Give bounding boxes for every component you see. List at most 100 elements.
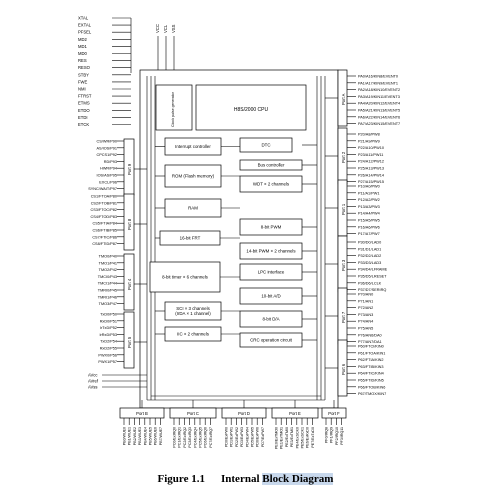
bottom-port-pin: PC5/ExIRQ5 — [199, 427, 203, 448]
right-port-pin: P70/AN0 — [358, 293, 373, 297]
left-port-pin: TMCI1/P44 — [98, 282, 117, 286]
pwm-label: 8-bit PWM — [261, 225, 282, 230]
left-port-label-2: Port 4 — [127, 278, 132, 290]
ad-label: 10-bit A/D — [261, 294, 280, 299]
pin-label-res: RES — [78, 58, 87, 63]
clock-pulse-generator-label: Clock pulse generator — [171, 91, 175, 127]
pin-labels: XTALEXTALPFSELMD2MD1MD0RESRESOSTBYFWENMI… — [78, 16, 400, 449]
ad-label-line: 10-bit A/D — [261, 294, 280, 299]
pin-label-etdi: ETDI — [78, 115, 88, 120]
pwmx-label: 14-bit PWM × 2 channels — [246, 249, 296, 254]
bottom-port-pin: PE6/ExRxD0 — [306, 427, 310, 448]
right-port-pin: P14/A4/PW4 — [358, 212, 380, 216]
bottom-port-pin: PC3/ExIRQ3 — [188, 427, 192, 448]
figure-title-part1: Internal — [221, 473, 263, 485]
right-port-pin: PA4/A20/KIN12/EVENT4 — [358, 102, 400, 106]
right-port-pin: P32/D2/LAD2 — [358, 254, 381, 258]
iic-block — [164, 326, 222, 342]
power-pin-vcl: VCL — [163, 24, 168, 33]
pin-label-etck: ETCK — [78, 122, 89, 127]
right-port-pin: P25/A13/PW13 — [358, 167, 384, 171]
sci-label-line: (IrDA × 1 channel) — [175, 311, 211, 316]
left-port-pin: CS2/FTOB/P81 — [91, 201, 117, 205]
bottom-port-block-4 — [321, 407, 347, 419]
bottom-port-pin: PD5/ExPW5 — [251, 427, 255, 447]
bottom-port-pin: PB2/WUE2 — [133, 427, 137, 445]
right-port-pin: P60/FTCI/KIN0 — [358, 345, 384, 349]
sci-label: SCI × 3 channels(IrDA × 1 channel) — [175, 306, 211, 316]
bus-label: Bus controller — [258, 163, 285, 168]
bottom-port-pin: PE3/ExTMI1 — [290, 427, 294, 447]
bottom-port-pin: PB6/WUE6 — [154, 427, 158, 445]
bottom-port-pin: PC6/ExIRQ6 — [204, 427, 208, 448]
right-port-pin: P11/A1/PW1 — [358, 191, 379, 195]
pin-label-nmi: NMI — [78, 87, 86, 92]
right-port-pin: PA2/A18/KIN10/EVENT2 — [358, 88, 400, 92]
right-port-pin: P24/A12/PW12 — [358, 160, 384, 164]
right-port-pin: PA5/A21/KIN13/EVENT5 — [358, 109, 400, 113]
sci-block — [164, 301, 222, 321]
ram-block — [164, 198, 222, 218]
right-port-pin: P74/AN4 — [358, 320, 373, 324]
bottom-port-pin: PD4/ExPW4 — [245, 427, 249, 447]
rom-label: ROM (Flash memory) — [172, 174, 215, 179]
bottom-port-pin: PB3/WUE3 — [138, 427, 142, 445]
bottom-port-pin: PF1/IRQ9 — [330, 427, 334, 443]
cpu-label: H8S/2000 CPU — [234, 107, 269, 113]
bottom-port-pin: PE1/ExTMO1 — [280, 427, 284, 449]
bus-label-line: Bus controller — [258, 163, 285, 168]
right-port-label-4: Port 7 — [341, 311, 346, 323]
left-port-pin: IrRxD/P53 — [99, 333, 117, 337]
pin-label-xtal: XTAL — [78, 16, 89, 21]
right-port-label-1: Port 2 — [341, 151, 346, 163]
da-label-line: 8-bit D/A — [262, 317, 279, 322]
ad-block — [239, 287, 303, 305]
right-port-block-0 — [337, 69, 348, 127]
ram-label-line: RAM — [188, 206, 198, 211]
left-port-pin: CS1/FTOA/P80 — [91, 195, 117, 199]
interrupt-label-line: Interrupt controller — [175, 144, 211, 149]
right-port-pin: P13/A3/PW3 — [358, 205, 380, 209]
left-port-pin: CS7/FTIC/P86 — [92, 235, 117, 239]
sci-label-line: SCI × 3 channels — [176, 306, 210, 311]
right-port-pin: P35/D5/LRESET — [358, 275, 387, 279]
lpc-label: LPC interface — [258, 270, 285, 275]
bottom-port-pin: PD7/ExPW7 — [261, 427, 265, 447]
da-label: 8-bit D/A — [262, 317, 279, 322]
right-port-pin: P23/A11/PW11 — [358, 153, 383, 157]
left-port-pin: TMRI0/P45 — [98, 289, 117, 293]
lpc-label-line: LPC interface — [258, 270, 285, 275]
left-port-pin: TMO3/P47 — [99, 302, 117, 306]
left-port-pin: TMO2/P42 — [99, 268, 117, 272]
bottom-port-pin: PC1/ExIRQ1 — [178, 427, 182, 448]
power-pin-vcc: VCC — [155, 24, 160, 33]
right-port-pin: P26/A14/PW14 — [358, 173, 384, 177]
bottom-port-pin: PB1/WUE1 — [128, 427, 132, 445]
left-port-pin: CS3/FTOC/P82 — [90, 208, 117, 212]
bottom-port-pin: PD0/ExPW0 — [225, 427, 229, 447]
bottom-port-label-0: Port B — [136, 411, 148, 416]
right-port-pin: P22/A10/PW10 — [358, 146, 384, 150]
right-port-label-5: Port 6 — [341, 363, 346, 375]
bottom-port-pin: PE0/ExTMO0 — [275, 427, 279, 449]
pin-label-etdo: ETDO — [78, 108, 90, 113]
right-port-pin: P75/AN5 — [358, 327, 373, 331]
right-port-pin: P36/D6/LCLK — [358, 281, 382, 285]
right-port-pin: P37/D7/SERIRQ — [358, 288, 386, 292]
right-port-pin: P20/A8/PW8 — [358, 133, 380, 137]
timer-label-line: 8-bit timer × 6 channels — [162, 275, 209, 280]
pin-label-md2: MD2 — [78, 37, 88, 42]
bottom-port-pin: PF0/IRQ8 — [325, 427, 329, 443]
bottom-port-pin: PB5/WUE5 — [149, 427, 153, 445]
left-port-pin: TMO1/P41 — [99, 261, 117, 265]
left-port-pin: PWX1/P57 — [98, 360, 117, 364]
bottom-port-pin: PE4/ExSCK0 — [295, 427, 299, 448]
dtc-block — [239, 137, 293, 153]
right-port-pin: P66/FTOB/KIN6 — [358, 385, 385, 389]
frt-label-line: 16-bit FRT — [180, 236, 201, 241]
bottom-port-block-2 — [221, 407, 267, 419]
right-port-pin: P67/TMOX/KIN7 — [358, 392, 386, 396]
right-port-pin: P31/D1/LAD1 — [358, 247, 381, 251]
crc-label-line: CRC operation circuit — [250, 338, 293, 343]
